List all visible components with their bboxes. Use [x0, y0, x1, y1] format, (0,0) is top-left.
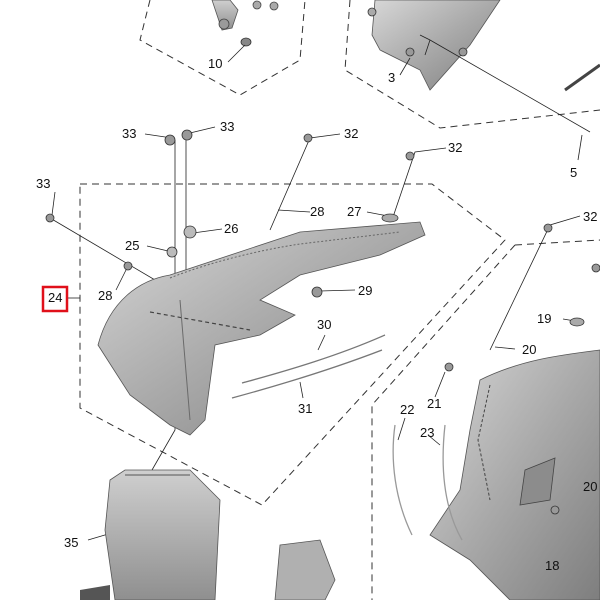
- callout-23[interactable]: 23: [420, 425, 434, 440]
- callout-21[interactable]: 21: [427, 396, 441, 411]
- radiator-cover-part-35: [80, 469, 336, 600]
- bracket-part-10: [211, 0, 279, 47]
- callout-24[interactable]: 24: [48, 290, 62, 305]
- group-outline-top-right: [344, 0, 600, 129]
- highlight-box-24: [41, 285, 69, 313]
- panel-part-3: [367, 0, 600, 92]
- callout-28-b[interactable]: 28: [98, 288, 112, 303]
- callout-31[interactable]: 31: [298, 401, 312, 416]
- callout-26[interactable]: 26: [224, 221, 238, 236]
- callout-10[interactable]: 10: [208, 56, 222, 71]
- callout-22[interactable]: 22: [400, 402, 414, 417]
- trim-strips: [231, 334, 386, 399]
- callout-19[interactable]: 19: [537, 311, 551, 326]
- callout-25[interactable]: 25: [125, 238, 139, 253]
- callout-18[interactable]: 18: [545, 558, 559, 573]
- shroud-part-right: [392, 223, 600, 600]
- callout-27[interactable]: 27: [347, 204, 361, 219]
- callout-33-c[interactable]: 33: [36, 176, 50, 191]
- callout-5[interactable]: 5: [570, 165, 577, 180]
- callout-labels: 10 3 5 33 33 33 32 32 32 28 28 27 26 25 …: [36, 56, 597, 573]
- callout-3[interactable]: 3: [388, 70, 395, 85]
- callout-32-a[interactable]: 32: [344, 126, 358, 141]
- shroud-part-24: [45, 129, 426, 436]
- callout-28-a[interactable]: 28: [310, 204, 324, 219]
- group-outline-top-left: [139, 0, 306, 96]
- group-outlines: [79, 0, 600, 600]
- callout-33-a[interactable]: 33: [122, 126, 136, 141]
- callout-33-b[interactable]: 33: [220, 119, 234, 134]
- callout-20[interactable]: 20: [522, 342, 536, 357]
- group-outline-right: [371, 239, 600, 600]
- callout-35[interactable]: 35: [64, 535, 78, 550]
- callout-30[interactable]: 30: [317, 317, 331, 332]
- callout-29[interactable]: 29: [358, 283, 372, 298]
- callout-20-b[interactable]: 20: [583, 479, 597, 494]
- callout-32-b[interactable]: 32: [448, 140, 462, 155]
- group-outline-main: [79, 183, 506, 506]
- callout-32-c[interactable]: 32: [583, 209, 597, 224]
